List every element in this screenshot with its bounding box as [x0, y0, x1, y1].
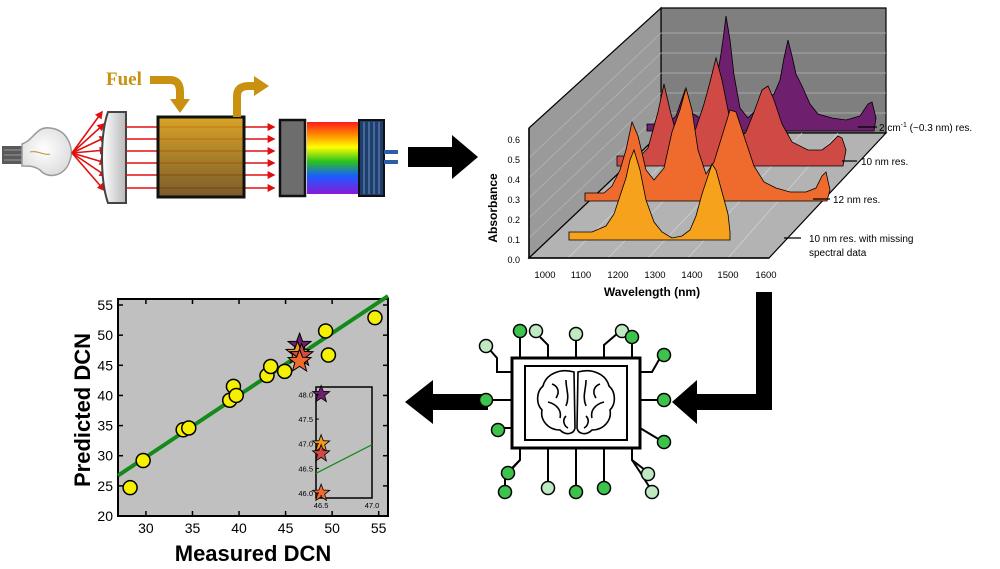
- absorbance-axis-label: Absorbance: [486, 173, 500, 243]
- collimating-lens: [101, 111, 127, 204]
- series-label-missing-data: 10 nm res. with missing: [809, 234, 913, 245]
- inset-y-tick-label: 47.5: [298, 415, 313, 424]
- light-rays: [71, 110, 108, 192]
- wavelength-tick-labels: 1000 1100 1200 1300 1400 1500 1600: [534, 270, 776, 281]
- absorbance-tick: 0.0: [507, 255, 520, 265]
- scatter-tick-labels: 30 35 40 45 50 55 20 25 30 35 40 45 50 55: [97, 297, 386, 536]
- y-axis-label: Predicted DCN: [70, 333, 95, 487]
- series-label-10nm: 10 nm res.: [861, 157, 908, 168]
- scatter-ticks: [118, 299, 388, 517]
- x-tick-label: 45: [278, 520, 294, 536]
- regression-line: [116, 294, 390, 478]
- wavelength-tick: 1200: [607, 270, 628, 281]
- data-point: [320, 347, 337, 363]
- wavelength-tick: 1300: [644, 270, 665, 281]
- arrow-to-prediction: [405, 380, 488, 424]
- data-point: [276, 363, 293, 380]
- y-tick-label: 55: [97, 297, 113, 313]
- x-tick-label: 35: [185, 520, 201, 536]
- data-point: [317, 323, 334, 339]
- wavelength-tick: 1000: [534, 270, 555, 281]
- series-label-2cm: 2 cm-1 (~0.3 nm) res.: [879, 122, 972, 134]
- y-tick-label: 40: [97, 387, 113, 403]
- fuel-cell: [156, 115, 246, 199]
- x-tick-label: 50: [324, 520, 340, 536]
- wavelength-tick: 1100: [571, 270, 591, 281]
- series-label-2cm-rest: (~0.3 nm) res.: [907, 123, 972, 134]
- data-point: [122, 479, 138, 496]
- x-tick-label: 55: [371, 520, 387, 536]
- inset-regression-line: [315, 444, 373, 474]
- data-point: [262, 358, 279, 375]
- wavelength-axis-label: Wavelength (nm): [604, 285, 700, 299]
- star-point: [286, 347, 313, 373]
- series-labels: 2 cm-1 (~0.3 nm) res. 10 nm res. 12 nm r…: [784, 122, 972, 259]
- data-point: [181, 420, 197, 436]
- absorbance-tick-labels: 0.6 0.5 0.4 0.3 0.2 0.1 0.0: [507, 135, 520, 265]
- absorbance-tick: 0.4: [507, 175, 520, 185]
- dcn-scatter-plot: 30 35 40 45 50 55 20 25 30 35 40 45 50 55 Measured DC…: [70, 294, 390, 566]
- data-point: [135, 452, 151, 469]
- absorbance-tick: 0.6: [507, 135, 520, 145]
- spectra-3d-plot: Absorbance 0.6 0.5 0.4 0.3 0.2 0.1 0.0 1…: [486, 6, 972, 299]
- inset-x-tick-label: 46.5: [314, 501, 329, 510]
- inset-y-tick-label: 46.5: [298, 464, 313, 473]
- fuel-label: Fuel: [106, 69, 142, 90]
- scatter-stars: [284, 331, 315, 373]
- scatter-points: [122, 309, 383, 496]
- inset-x-tick-label: 47.0: [365, 501, 380, 510]
- absorbance-tick: 0.1: [507, 235, 520, 245]
- x-tick-label: 30: [138, 520, 154, 536]
- spectrometer-slit: [278, 118, 307, 198]
- absorbance-tick: 0.2: [507, 215, 520, 225]
- diffraction-spectrum: [307, 122, 359, 194]
- inset-y-tick-label: 46.0: [298, 489, 313, 498]
- y-tick-label: 20: [97, 508, 113, 524]
- inset-y-tick-label: 47.0: [298, 440, 313, 449]
- brain-icon: [536, 370, 616, 435]
- inset-stars: [311, 384, 331, 502]
- series-label-2cm-main: 2 cm: [879, 123, 901, 134]
- inset-star-point: [311, 443, 331, 462]
- data-point: [228, 387, 244, 404]
- wavelength-tick: 1500: [717, 270, 738, 281]
- absorbance-tick: 0.5: [507, 155, 520, 165]
- detector-array: [358, 119, 398, 197]
- absorbance-tick: 0.3: [507, 195, 520, 205]
- fuel-outlet-arrow: [233, 76, 269, 117]
- y-tick-label: 50: [97, 327, 113, 343]
- series-label-12nm: 12 nm res.: [833, 195, 880, 206]
- light-bulb-icon: [2, 127, 73, 177]
- spectrum-12nm-res: [584, 86, 831, 202]
- y-tick-label: 30: [97, 448, 113, 464]
- inset-y-tick-label: 48.0: [298, 390, 313, 399]
- inset-star-point: [311, 384, 331, 403]
- arrow-to-spectra: [408, 135, 478, 179]
- chip-circuit-traces: [489, 332, 661, 489]
- arrow-to-model: [672, 292, 772, 424]
- series-label-missing-data-line2: spectral data: [809, 248, 867, 259]
- wavelength-tick: 1400: [681, 270, 702, 281]
- fuel-inlet-arrow: [150, 76, 190, 113]
- y-tick-label: 25: [97, 478, 113, 494]
- ai-chip-icon: [478, 323, 672, 500]
- y-tick-label: 45: [97, 357, 113, 373]
- x-tick-label: 40: [231, 520, 247, 536]
- data-point: [367, 309, 383, 326]
- series-label-2cm-sup: -1: [901, 122, 907, 129]
- y-tick-label: 35: [97, 418, 113, 434]
- x-axis-label: Measured DCN: [175, 541, 331, 566]
- chip-nodes: [478, 323, 672, 500]
- wavelength-tick: 1600: [755, 270, 776, 281]
- spectrum-10nm-res-missing-data: [568, 148, 731, 241]
